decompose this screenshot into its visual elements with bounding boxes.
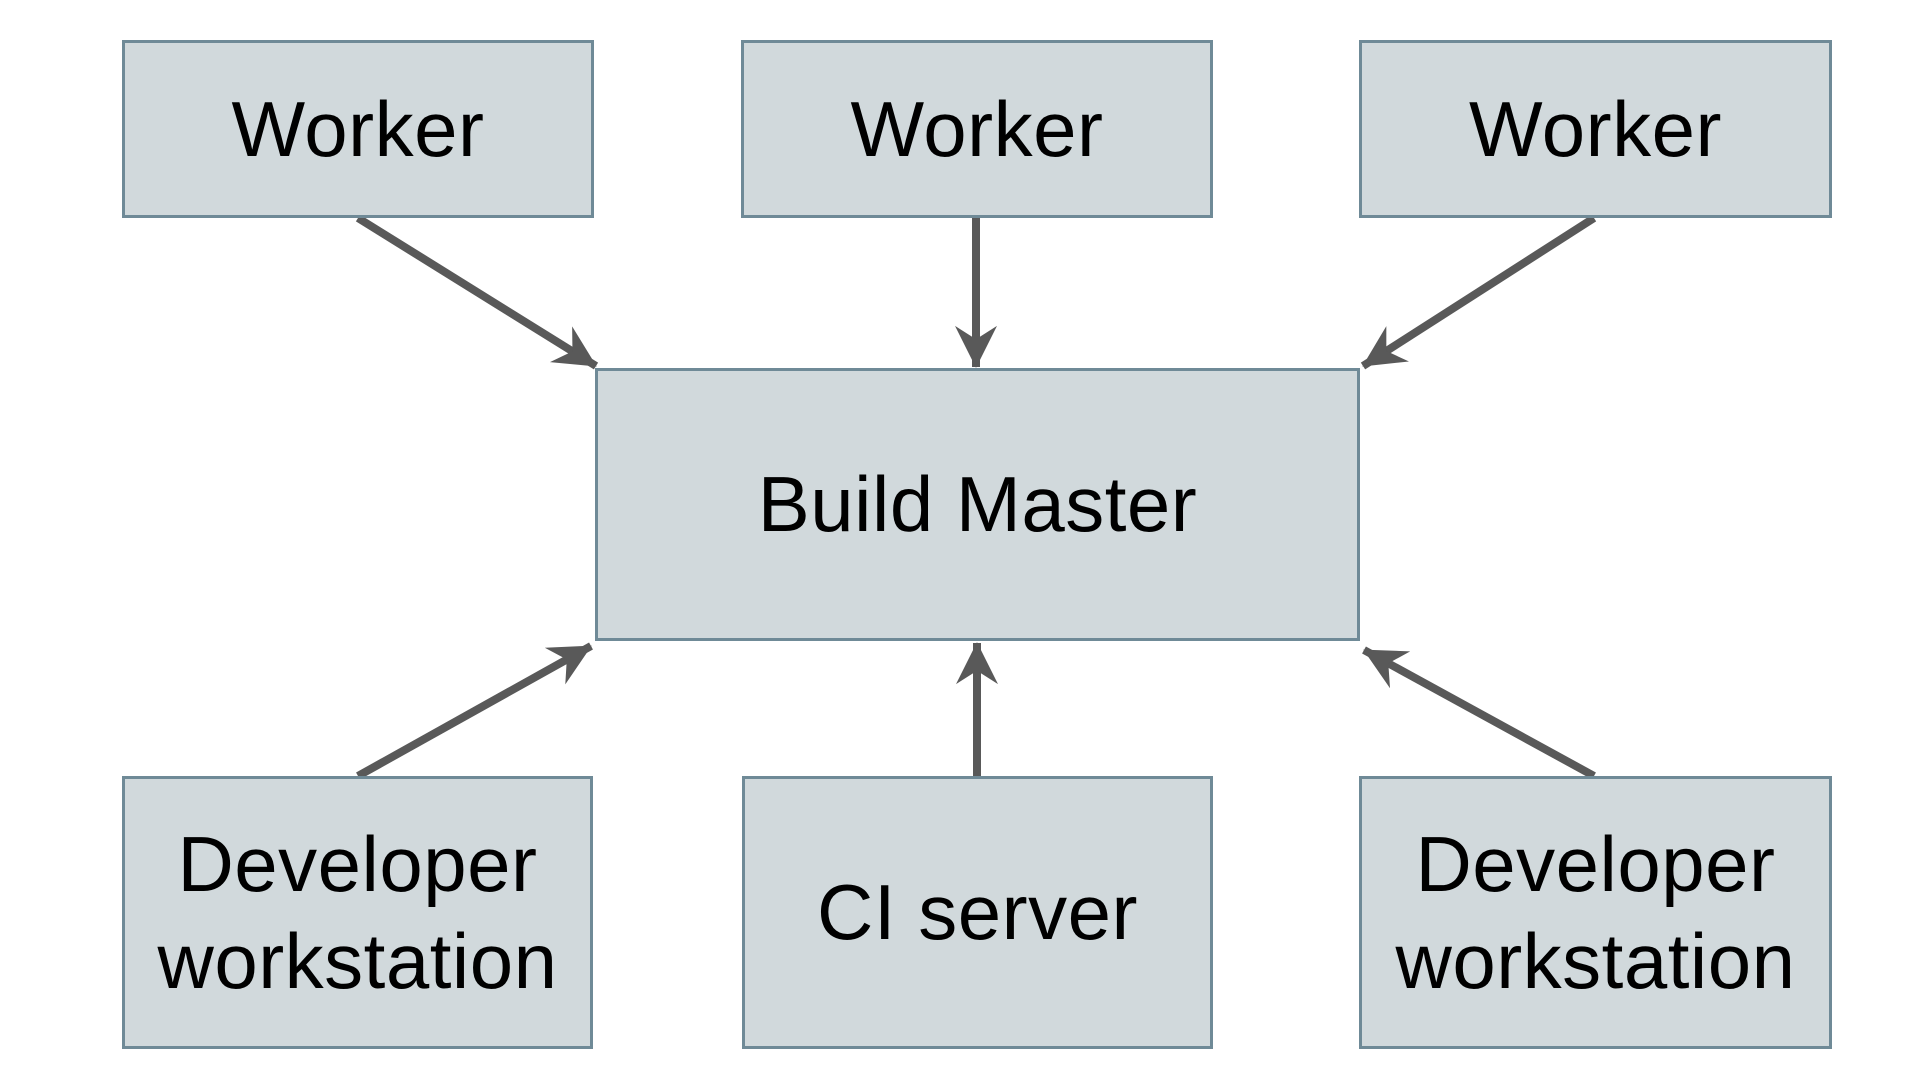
node-worker-3: Worker: [1359, 40, 1832, 218]
node-ci-server-label: CI server: [817, 868, 1138, 957]
node-worker-2-label: Worker: [850, 84, 1104, 173]
node-developer-workstation-left-label: Developer workstation: [157, 819, 558, 1005]
node-worker-1: Worker: [122, 40, 594, 218]
node-worker-2: Worker: [741, 40, 1213, 218]
node-developer-workstation-right-label: Developer workstation: [1395, 819, 1796, 1005]
node-build-master-label: Build Master: [757, 460, 1198, 549]
arrow-worker3-to-build-master: [1360, 214, 1597, 370]
arrow-devws-right-to-build-master: [1362, 646, 1596, 780]
node-developer-workstation-left: Developer workstation: [122, 776, 593, 1049]
arrow-worker1-to-build-master: [355, 214, 599, 370]
node-worker-3-label: Worker: [1469, 84, 1722, 173]
node-worker-1-label: Worker: [231, 84, 485, 173]
arrow-devws-left-to-build-master: [356, 642, 593, 780]
node-ci-server: CI server: [742, 776, 1213, 1049]
node-build-master: Build Master: [595, 368, 1360, 641]
node-developer-workstation-right: Developer workstation: [1359, 776, 1832, 1049]
